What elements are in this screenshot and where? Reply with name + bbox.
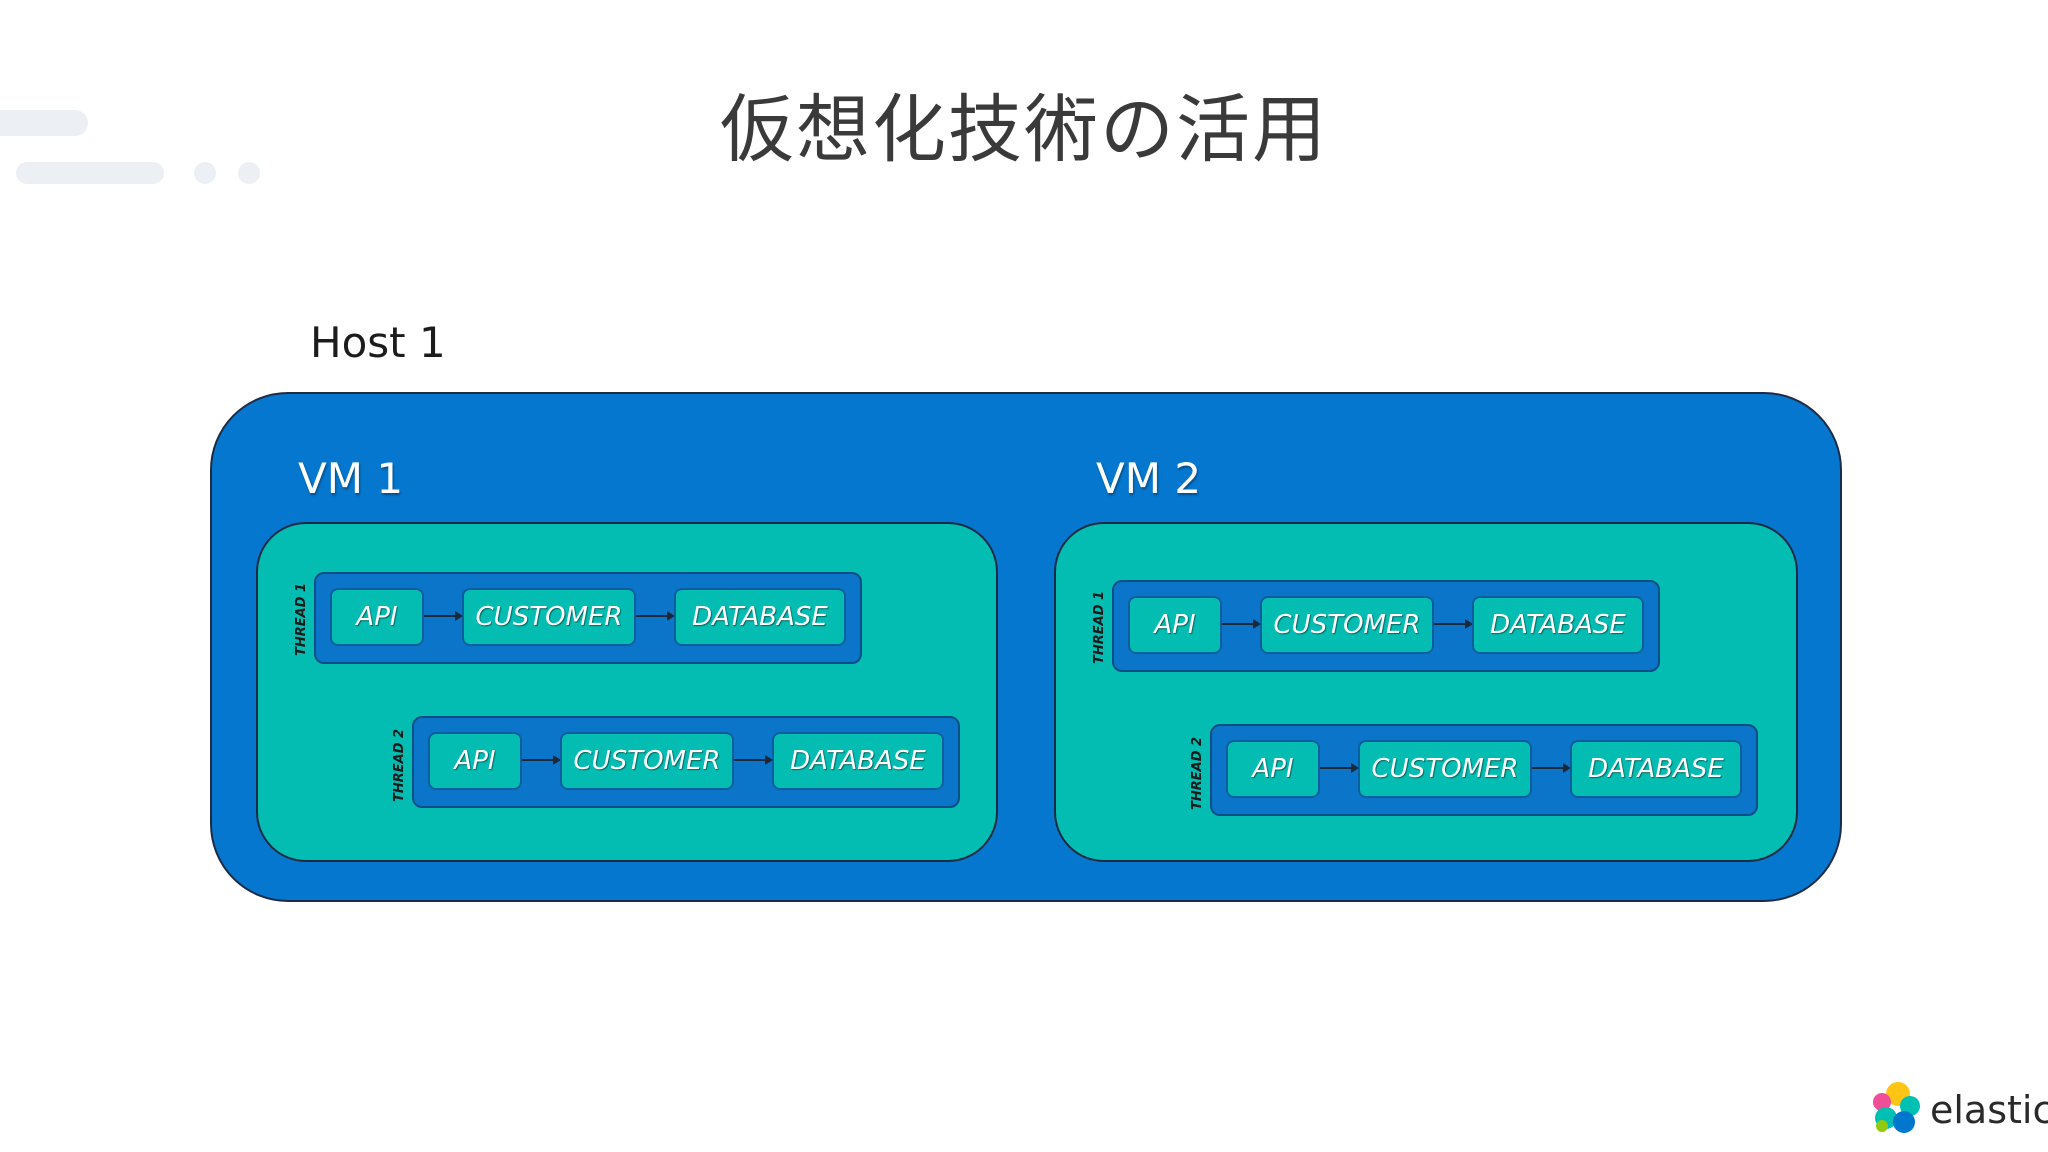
- vm-box: THREAD 1 API CUSTOMER DATABASE THREAD 2 …: [256, 522, 998, 862]
- service-api: API: [428, 732, 522, 790]
- host-label: Host 1: [310, 318, 446, 367]
- thread-box: THREAD 2 API CUSTOMER DATABASE: [392, 716, 960, 808]
- flow-arrow: [1434, 619, 1473, 629]
- thread-label: THREAD 1: [294, 582, 309, 656]
- vm-box: THREAD 1 API CUSTOMER DATABASE THREAD 2 …: [1054, 522, 1798, 862]
- decor-dot-1: [194, 162, 216, 184]
- thread-box: THREAD 1 API CUSTOMER DATABASE: [1092, 580, 1660, 672]
- decor-bar-2: [16, 162, 164, 184]
- service-database: DATABASE: [674, 588, 846, 646]
- flow-arrow: [734, 755, 773, 765]
- thread-box: THREAD 2 API CUSTOMER DATABASE: [1190, 724, 1758, 816]
- service-api: API: [1128, 596, 1222, 654]
- decor-bar-1: [0, 110, 88, 136]
- flow-arrow: [636, 611, 675, 621]
- thread-label: THREAD 2: [392, 728, 407, 802]
- service-api: API: [1226, 740, 1320, 798]
- flow-arrow: [1532, 763, 1571, 773]
- service-database: DATABASE: [1472, 596, 1644, 654]
- slide-title: 仮想化技術の活用: [720, 87, 1328, 173]
- flow-arrow: [522, 755, 561, 765]
- vm-label: VM 1: [298, 454, 404, 503]
- vm-label: VM 2: [1096, 454, 1202, 503]
- flow-arrow: [424, 611, 463, 621]
- service-customer: CUSTOMER: [1260, 596, 1434, 654]
- service-api: API: [330, 588, 424, 646]
- service-customer: CUSTOMER: [560, 732, 734, 790]
- thread-label: THREAD 1: [1092, 590, 1107, 664]
- elastic-logo-icon: [1873, 1082, 1920, 1133]
- flow-arrow: [1320, 763, 1359, 773]
- decor-dot-2: [238, 162, 260, 184]
- service-customer: CUSTOMER: [1358, 740, 1532, 798]
- thread-box: THREAD 1 API CUSTOMER DATABASE: [294, 572, 862, 664]
- service-database: DATABASE: [1570, 740, 1742, 798]
- service-customer: CUSTOMER: [462, 588, 636, 646]
- elastic-logo-text: elastic: [1930, 1088, 2048, 1132]
- thread-label: THREAD 2: [1190, 736, 1205, 810]
- host-box: VM 1 THREAD 1 API CUSTOMER DATABASE THRE…: [210, 392, 1842, 902]
- service-database: DATABASE: [772, 732, 944, 790]
- flow-arrow: [1222, 619, 1261, 629]
